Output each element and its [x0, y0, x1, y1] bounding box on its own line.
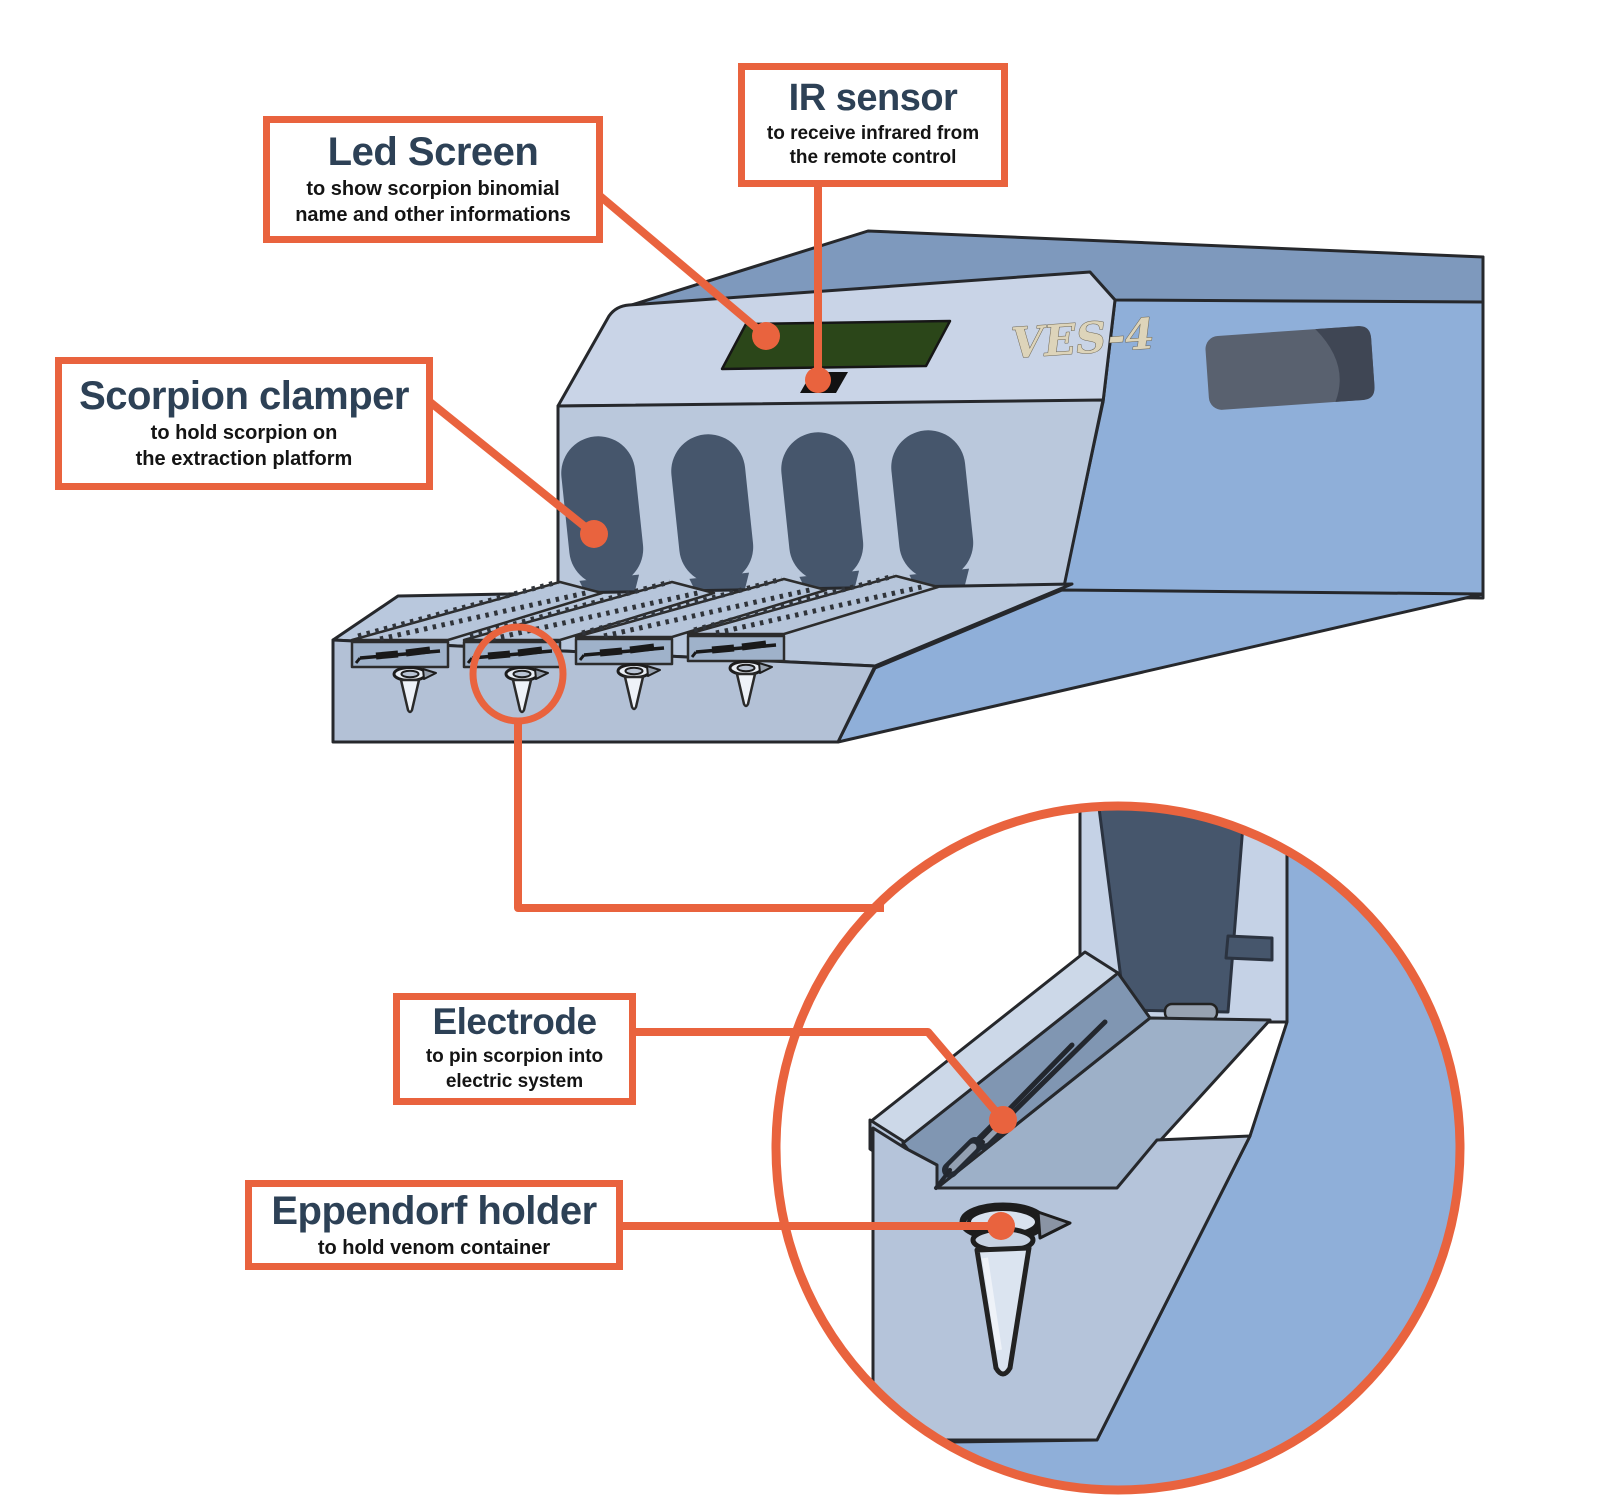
leader-dot-ir-sensor — [805, 367, 831, 393]
callout-eppendorf-holder: Eppendorf holder to hold venom container — [245, 1180, 623, 1270]
callout-electrode: Electrode to pin scorpion into electric … — [393, 993, 636, 1105]
detail-clamper-shape — [1096, 810, 1274, 1014]
zoom-circle-ring — [771, 801, 1465, 1495]
zoom-detail — [771, 801, 1465, 1495]
callout-ir-sensor-title: IR sensor — [788, 76, 958, 119]
machine-body: VES-4 — [556, 229, 1485, 625]
callout-led-screen-title: Led Screen — [327, 130, 539, 174]
device-logo: VES-4 — [1010, 309, 1156, 368]
callout-scorpion-clamper-title: Scorpion clamper — [79, 374, 409, 418]
leader-line-electrode — [633, 1028, 1007, 1123]
callout-eppendorf-holder-title: Eppendorf holder — [271, 1188, 597, 1233]
callout-led-screen: Led Screen to show scorpion binomial nam… — [263, 116, 603, 243]
eppendorf-detail — [959, 1202, 1072, 1377]
leader-dot-eppendorf — [987, 1212, 1015, 1240]
callout-eppendorf-holder-description: to hold venom container — [317, 1236, 551, 1259]
callout-electrode-title: Electrode — [432, 1001, 597, 1043]
side-handle — [1205, 326, 1375, 410]
machine-side-face — [1060, 255, 1485, 600]
annotation-lines — [427, 185, 1007, 1230]
callout-scorpion-clamper: Scorpion clamper to hold scorpion on the… — [55, 357, 433, 490]
callout-electrode-description: to pin scorpion into electric system — [425, 1046, 604, 1092]
callout-scorpion-clamper-description: to hold scorpion on the extraction platf… — [135, 422, 353, 470]
callout-ir-sensor: IR sensor to receive infrared from the r… — [738, 63, 1008, 187]
callout-ir-sensor-description: to receive infrared from the remote cont… — [766, 122, 980, 169]
callout-led-screen-description: to show scorpion binomial name and other… — [295, 178, 571, 226]
extraction-platform — [331, 576, 1485, 744]
leader-dot-led-screen — [752, 322, 780, 350]
leader-dot-electrode — [989, 1106, 1017, 1134]
leader-line-led-screen — [597, 192, 769, 340]
leader-line-scorpion-clamper — [427, 398, 597, 538]
detail-block-front — [871, 1126, 1252, 1442]
annotation-dots — [580, 322, 1017, 1240]
zoom-connector-line — [514, 719, 884, 912]
leader-dot-scorpion-clamper — [580, 520, 608, 548]
